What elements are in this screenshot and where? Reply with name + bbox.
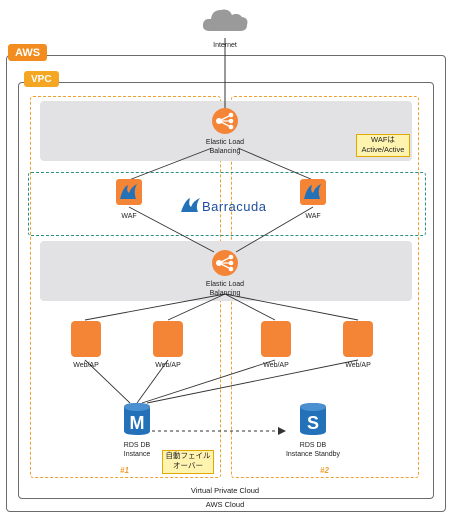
elb-mid-label: Elastic Load Balancing: [205, 281, 245, 297]
web-ap-2-label: Web/AP: [155, 362, 181, 369]
rds-standby-letter: S: [307, 413, 319, 433]
rds-master-database-icon[interactable]: M: [122, 402, 152, 436]
web-ap-1-label: Web/AP: [73, 362, 99, 369]
barracuda-logo-icon: [181, 198, 200, 212]
elastic-load-balancer-icon[interactable]: [211, 249, 239, 277]
web-ap-server-1-icon[interactable]: [71, 321, 101, 357]
waf-left-label: WAF: [121, 213, 137, 220]
web-ap-server-3-icon[interactable]: [261, 321, 291, 357]
vpc-footer-label: Virtual Private Cloud: [190, 486, 260, 495]
waf-left-icon[interactable]: [116, 179, 142, 205]
waf-right-icon[interactable]: [300, 179, 326, 205]
internet-label: Internet: [213, 42, 237, 49]
aws-tag: AWS: [8, 44, 48, 61]
waf-active-active-note: WAFは Active/Active: [356, 134, 410, 157]
az-1-label: #1: [120, 466, 129, 475]
rds-standby-database-icon[interactable]: S: [298, 402, 328, 436]
waf-right-label: WAF: [305, 213, 321, 220]
rds-master-letter: M: [130, 413, 145, 433]
web-ap-server-4-icon[interactable]: [343, 321, 373, 357]
vpc-boundary: [18, 82, 434, 499]
web-ap-server-2-icon[interactable]: [153, 321, 183, 357]
aws-cloud-footer-label: AWS Cloud: [205, 500, 245, 509]
elastic-load-balancer-icon[interactable]: [211, 107, 239, 135]
web-ap-4-label: Web/AP: [345, 362, 371, 369]
waf-group: [28, 172, 426, 236]
vpc-tag: VPC: [24, 71, 59, 87]
web-ap-3-label: Web/AP: [263, 362, 289, 369]
auto-failover-note: 自動フェイル オーバー: [162, 450, 214, 474]
az-2-label: #2: [320, 466, 329, 475]
rds-standby-label: RDS DB Instance Standby: [285, 442, 341, 458]
aws-cloud-boundary: [6, 55, 446, 512]
rds-master-label: RDS DB Instance: [123, 442, 151, 458]
internet-cloud-icon: [202, 9, 248, 31]
barracuda-brand: Barracuda: [202, 199, 267, 214]
elb-top-label: Elastic Load Balancing: [205, 139, 245, 155]
